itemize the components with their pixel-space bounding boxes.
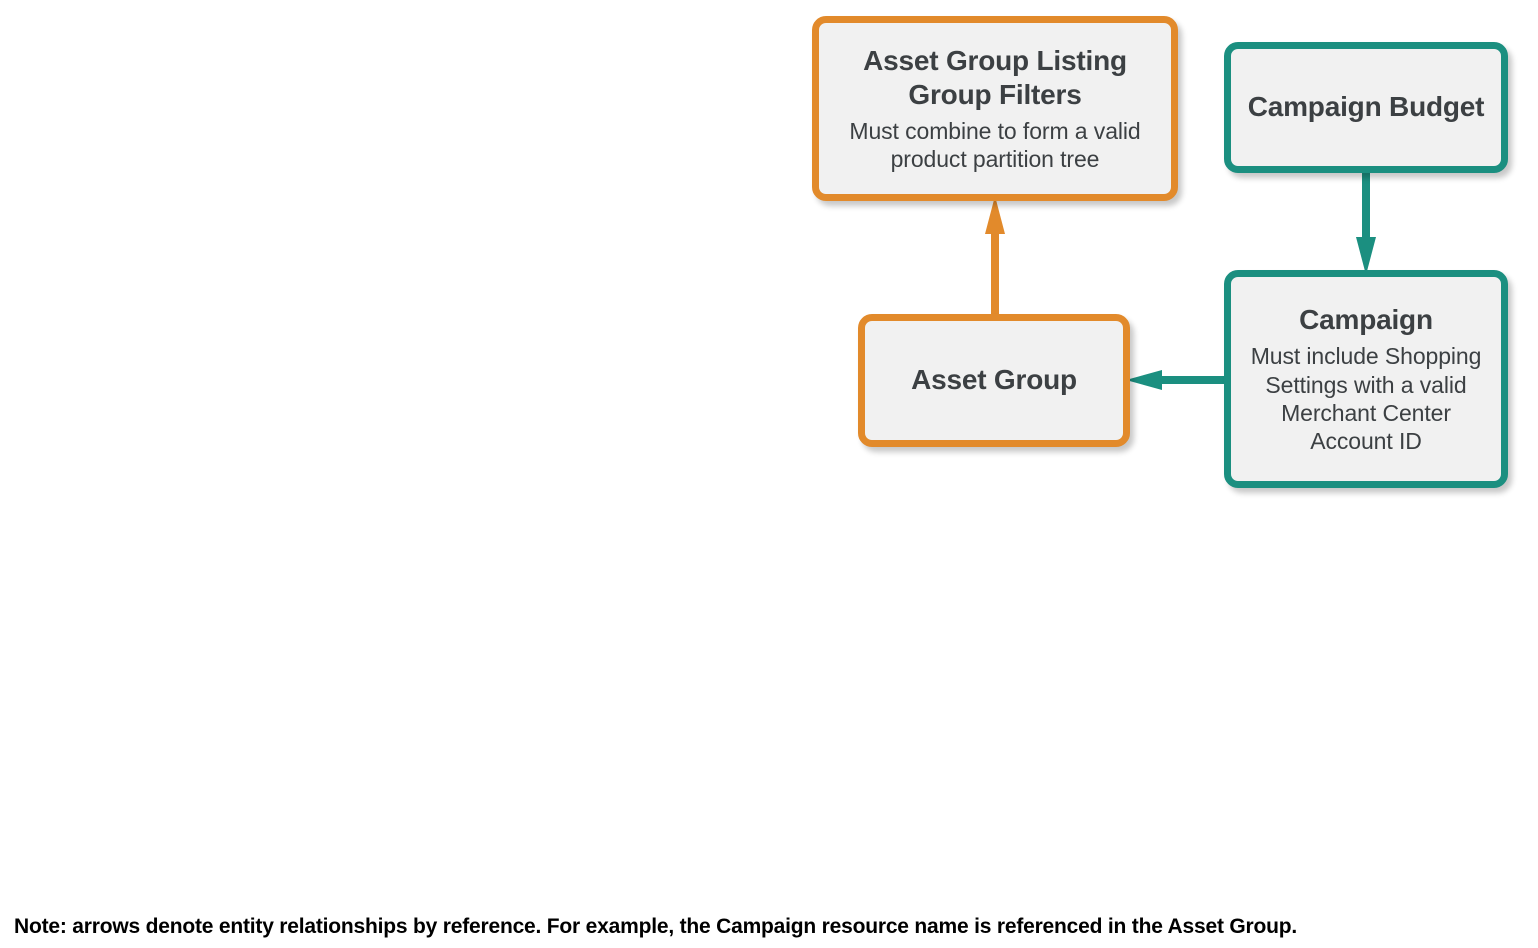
arrow-down-icon-budget-to-campaign	[1356, 168, 1376, 275]
node-title: Campaign Budget	[1247, 91, 1485, 123]
arrow-head	[985, 196, 1005, 234]
node-campaign-budget[interactable]: Campaign Budget	[1224, 42, 1508, 173]
node-campaign[interactable]: Campaign Must include Shopping Settings …	[1224, 270, 1508, 488]
arrow-shaft	[1362, 168, 1370, 240]
node-subtitle: Must combine to form a valid product par…	[849, 118, 1141, 173]
arrow-head	[1356, 237, 1376, 275]
node-title: Asset Group	[911, 364, 1077, 396]
arrow-up-icon-asset-group-to-filters	[985, 196, 1005, 318]
node-asset-group-listing-group-filters[interactable]: Asset Group Listing Group Filters Must c…	[812, 16, 1178, 201]
diagram-footnote: Note: arrows denote entity relationships…	[14, 915, 1297, 938]
node-title: Asset Group Listing Group Filters	[863, 44, 1127, 110]
node-title: Campaign	[1299, 304, 1433, 336]
node-asset-group[interactable]: Asset Group	[858, 314, 1130, 447]
arrow-shaft	[991, 232, 999, 318]
arrow-head	[1126, 370, 1162, 390]
node-subtitle: Must include Shopping Settings with a va…	[1250, 343, 1482, 454]
arrow-left-icon-campaign-to-asset-group	[1126, 370, 1228, 390]
arrow-shaft	[1160, 376, 1228, 384]
